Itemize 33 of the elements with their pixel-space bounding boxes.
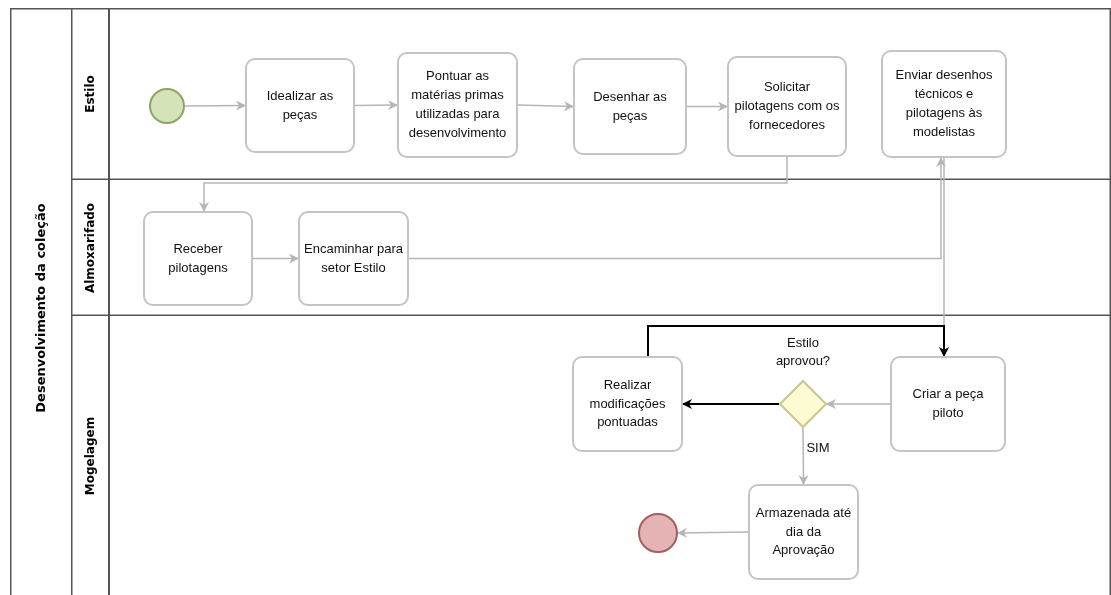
task-box: Encaminhar para setor Estilo <box>298 211 409 306</box>
lane-title: Estilo <box>83 75 97 113</box>
start-event-circle <box>149 88 185 124</box>
pool-title: Desenvolvimento da coleção <box>32 203 48 413</box>
swimlane <box>71 8 1111 180</box>
task-box: Solicitar pilotagens com os fornecedores <box>727 56 847 157</box>
pool <box>10 8 1111 595</box>
sequence-flow-arrow <box>184 100 246 111</box>
sequence-flow-arrow <box>199 156 788 212</box>
lane-title: Almoxarifado <box>83 202 97 294</box>
swimlane <box>71 180 1111 316</box>
sequence-flow-arrow <box>517 101 574 112</box>
gateway-diamond <box>779 380 827 428</box>
sequence-flow-arrow <box>798 427 809 485</box>
sequence-flow-arrow <box>677 527 749 538</box>
task-box: Idealizar as peças <box>245 58 355 153</box>
sequence-flow-arrow <box>682 399 780 409</box>
task-box: Desenhar as peças <box>573 58 687 155</box>
task-box: Pontuar as matérias primas utilizadas para desenvolvimento <box>397 52 518 158</box>
sequence-flow-arrow <box>354 100 398 111</box>
gateway-label: Estilo aprovou? <box>774 334 832 370</box>
task-box: Armazenada até dia da Aprovação <box>748 484 859 580</box>
end-event-circle <box>638 513 678 553</box>
task-box: Receber pilotagens <box>143 211 253 306</box>
task-box: Enviar desenhos técnicos e pilotagens às modelistas <box>881 50 1007 158</box>
task-box: Realizar modificações pontuadas <box>572 356 683 452</box>
sequence-flow-arrow <box>252 253 299 264</box>
sequence-flow-arrow <box>686 101 728 112</box>
lane-title: Mogelagem <box>83 416 97 495</box>
task-box: Criar a peça piloto <box>890 356 1006 452</box>
sequence-flow-arrow <box>408 157 946 260</box>
sequence-flow-arrow <box>826 399 891 409</box>
sequence-flow-arrow <box>647 325 949 357</box>
